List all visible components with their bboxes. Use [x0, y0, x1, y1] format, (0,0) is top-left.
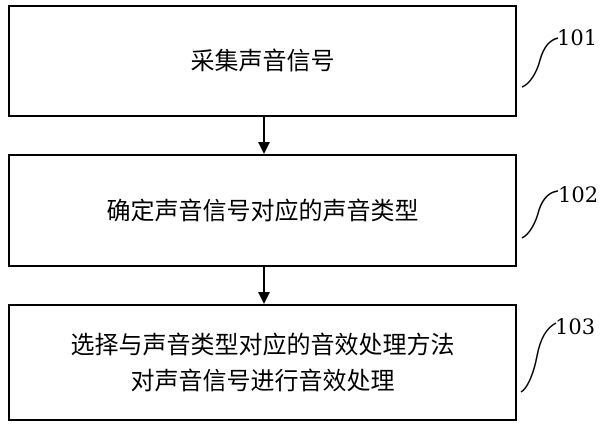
arrow-101-to-102 — [258, 117, 270, 154]
leader-line-103 — [520, 322, 557, 393]
step-text-103-line-1: 选择与声音类型对应的音效处理方法 — [70, 330, 455, 359]
step-box-103: 选择与声音类型对应的音效处理方法 对声音信号进行音效处理 — [8, 304, 517, 421]
step-box-102: 确定声音信号对应的声音类型 — [8, 154, 517, 267]
ref-label-102: 102 — [558, 183, 599, 207]
ref-label-101: 101 — [557, 26, 598, 50]
ref-label-103: 103 — [555, 315, 596, 339]
step-box-101: 采集声音信号 — [8, 5, 517, 117]
step-text-101: 采集声音信号 — [190, 47, 335, 75]
step-text-102: 确定声音信号对应的声音类型 — [106, 196, 419, 225]
step-text-103-line-2: 对声音信号进行音效处理 — [130, 366, 395, 395]
leader-line-101 — [521, 37, 559, 88]
arrow-102-to-103 — [258, 267, 270, 304]
leader-line-102 — [521, 190, 559, 239]
